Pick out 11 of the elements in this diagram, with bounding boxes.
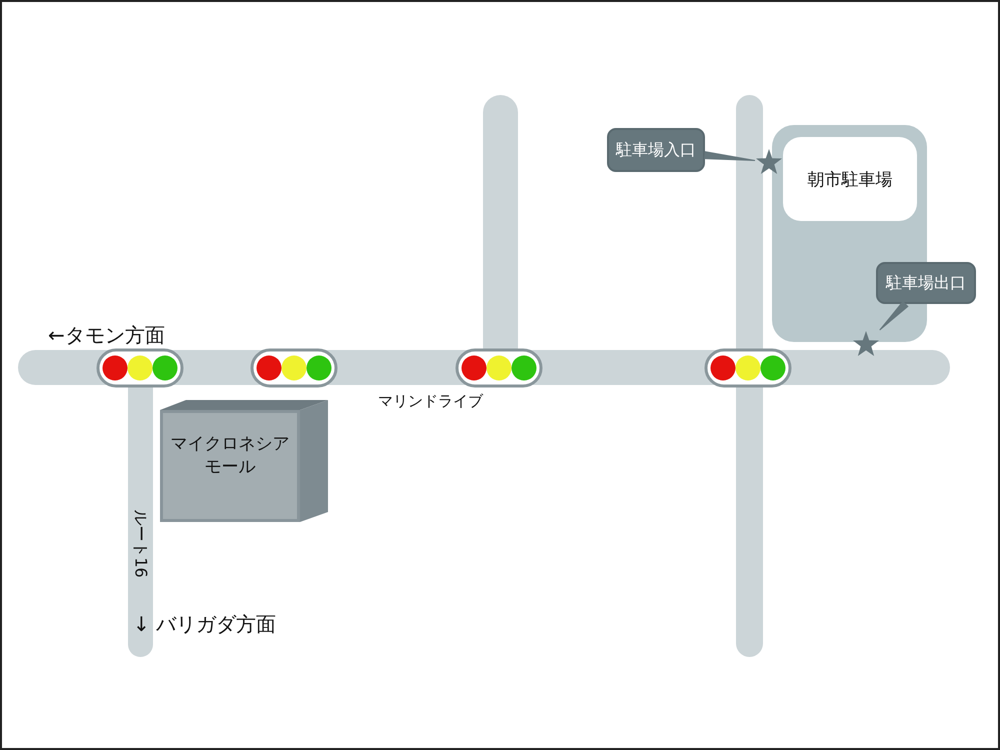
- direction-label: ↓ バリガダ方面: [133, 611, 276, 638]
- building-box: マイクロネシアモール: [160, 410, 300, 522]
- star-icon: [852, 330, 880, 358]
- parking-lot-box: 朝市駐車場: [783, 137, 917, 221]
- callout-pointer: [879, 300, 909, 330]
- road-label: ルート16: [130, 508, 151, 578]
- star-icon: [755, 148, 783, 176]
- direction-label: ←タモン方面: [48, 322, 165, 349]
- road-label: マリンドライブ: [378, 392, 483, 411]
- callout-box: 駐車場入口: [607, 128, 705, 172]
- callout-pointer: [704, 151, 756, 162]
